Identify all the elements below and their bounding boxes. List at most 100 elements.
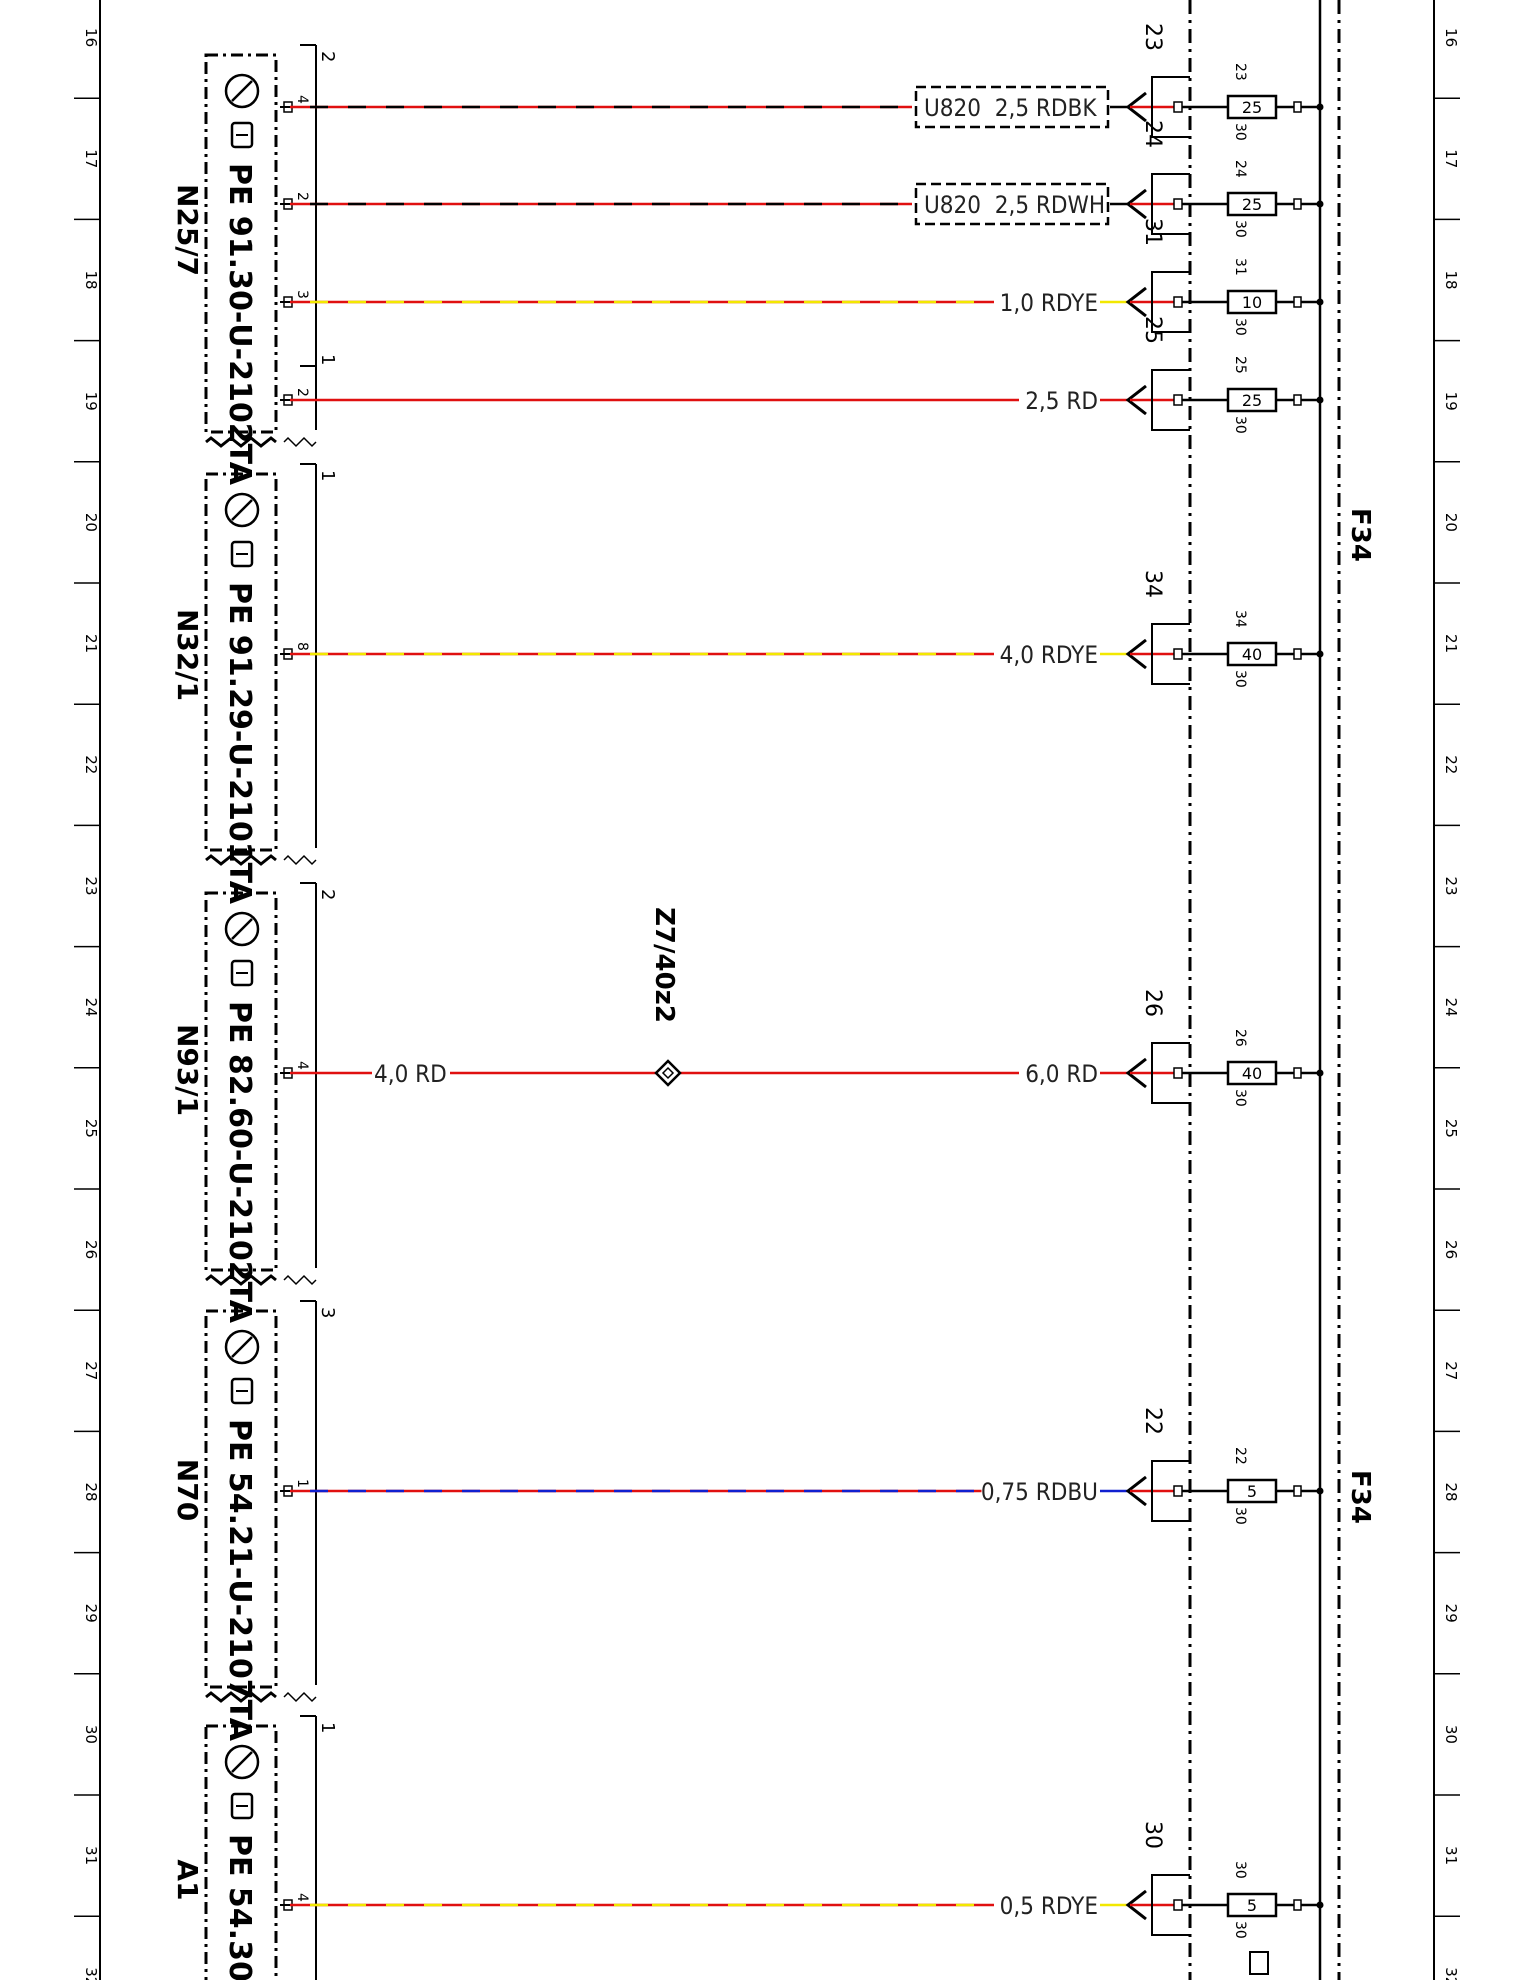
component-name: N32/1 (171, 609, 204, 701)
fuse-pin-top: 30 (1232, 1861, 1248, 1879)
meter-icon-needle (231, 499, 253, 521)
bus-junction (1316, 1901, 1324, 1909)
fuse-rating: 25 (1242, 98, 1262, 117)
connector-housing (1151, 1042, 1190, 1104)
ruler-label: 21 (82, 634, 100, 653)
fuse-box-label: F34 (1345, 1470, 1375, 1524)
wire-label: U820 2,5 RDWH (924, 191, 1105, 219)
fuse-pin-top: 25 (1232, 356, 1248, 374)
connector-housing (1151, 173, 1190, 235)
component-top-number: 2 (317, 889, 338, 900)
connector-arrow (1125, 1889, 1147, 1921)
meter-icon (224, 911, 260, 947)
wire-label: 6,0 RD (1025, 1060, 1098, 1088)
break-symbol (283, 436, 317, 448)
pin-number: 4 (294, 95, 310, 104)
document-reference: PE 91.30-U-2102TA (222, 163, 257, 486)
ruler-label: 26 (1442, 1240, 1460, 1259)
hand-icon (230, 1792, 254, 1820)
wire-label: 4,0 RDYE (1000, 641, 1098, 669)
wire-label: 0,5 RDYE (1000, 1892, 1098, 1920)
hand-icon (230, 540, 254, 568)
ruler-label: 18 (82, 270, 100, 289)
component-top-number: 3 (317, 1307, 338, 1318)
fuse-pin-bottom: 30 (1232, 1089, 1248, 1107)
pin-number: 3 (294, 290, 310, 299)
bus-terminal (1293, 198, 1302, 210)
ruler-label: 31 (82, 1846, 100, 1865)
document-reference: PE 54.21-U-2107TA (222, 1419, 257, 1742)
bus-junction (1316, 650, 1324, 658)
fuse-pin-top: 34 (1232, 610, 1248, 628)
splice-symbol-inner (661, 1066, 675, 1080)
ruler-label: 28 (82, 1482, 100, 1501)
ruler-label: 25 (1442, 1119, 1460, 1138)
bus-junction (1316, 1487, 1324, 1495)
break-symbol (283, 854, 317, 866)
ruler-label: 22 (1442, 755, 1460, 774)
connector-terminal (1173, 1899, 1183, 1911)
hand-icon (230, 959, 254, 987)
ruler-label: 18 (1442, 270, 1460, 289)
break-symbol (205, 1691, 277, 1703)
fuse-pin-bottom: 30 (1232, 1507, 1248, 1525)
fuse-rating: 40 (1242, 645, 1262, 664)
component-block: 1PE 54.30-UA1 (171, 1715, 338, 1985)
bus-terminal (1293, 394, 1302, 406)
meter-icon-needle (231, 1336, 253, 1358)
meter-icon (224, 492, 260, 528)
component-name: N25/7 (171, 184, 204, 276)
ruler-label: 16 (1442, 28, 1460, 47)
connector-housing (1151, 271, 1190, 333)
fuse-pin-top: 26 (1232, 1029, 1248, 1047)
fuse-pin-top: 31 (1232, 258, 1248, 276)
connector-housing (1151, 369, 1190, 431)
meter-icon-needle (231, 918, 253, 940)
connector-number: 31 (1140, 218, 1165, 246)
component-name: N93/1 (171, 1024, 204, 1116)
fuse-pin-bottom: 30 (1232, 670, 1248, 688)
connector-housing (1151, 1874, 1190, 1936)
ruler-label: 30 (82, 1725, 100, 1744)
pin-number: 2 (294, 192, 310, 201)
component-frame (204, 53, 278, 434)
component-sub-number: 1 (317, 354, 338, 365)
document-reference: PE 82.60-U-2102TA (222, 1001, 257, 1324)
fuse-rating: 40 (1242, 1064, 1262, 1083)
connector-terminal (1173, 198, 1183, 210)
connector-terminal (1173, 1485, 1183, 1497)
connector-terminal (1173, 394, 1183, 406)
ruler-label: 27 (1442, 1361, 1460, 1380)
pin-number: 4 (294, 1061, 310, 1070)
connector-arrow (1125, 1475, 1147, 1507)
fuse-pin-bottom: 30 (1232, 220, 1248, 238)
fuse-pin-top: 24 (1232, 160, 1248, 178)
ruler-label: 25 (82, 1119, 100, 1138)
pin-number: 1 (294, 1479, 310, 1488)
pin-number: 2 (294, 388, 310, 397)
connector-terminal (1173, 648, 1183, 660)
fuse-rating: 25 (1242, 195, 1262, 214)
component-block: 2 PE 91.30-U-2102TA N25/7 1 (171, 44, 338, 486)
connector-number: 25 (1140, 316, 1165, 344)
ruler-label: 27 (82, 1361, 100, 1380)
bus-junction (1316, 103, 1324, 111)
break-symbol (205, 1274, 277, 1286)
ruler-label: 29 (82, 1604, 100, 1623)
break-symbol (205, 854, 277, 866)
bus-terminal (1293, 1067, 1302, 1079)
ruler-label: 22 (82, 755, 100, 774)
connector-arrow (1125, 1057, 1147, 1089)
fuse-rating: 5 (1247, 1896, 1257, 1915)
ruler-label: 32 (1442, 1967, 1460, 1980)
wire-label: 4,0 RD (374, 1060, 447, 1088)
connector-arrow (1125, 384, 1147, 416)
hand-icon (1249, 1951, 1269, 1975)
bus-terminal (1293, 1899, 1302, 1911)
